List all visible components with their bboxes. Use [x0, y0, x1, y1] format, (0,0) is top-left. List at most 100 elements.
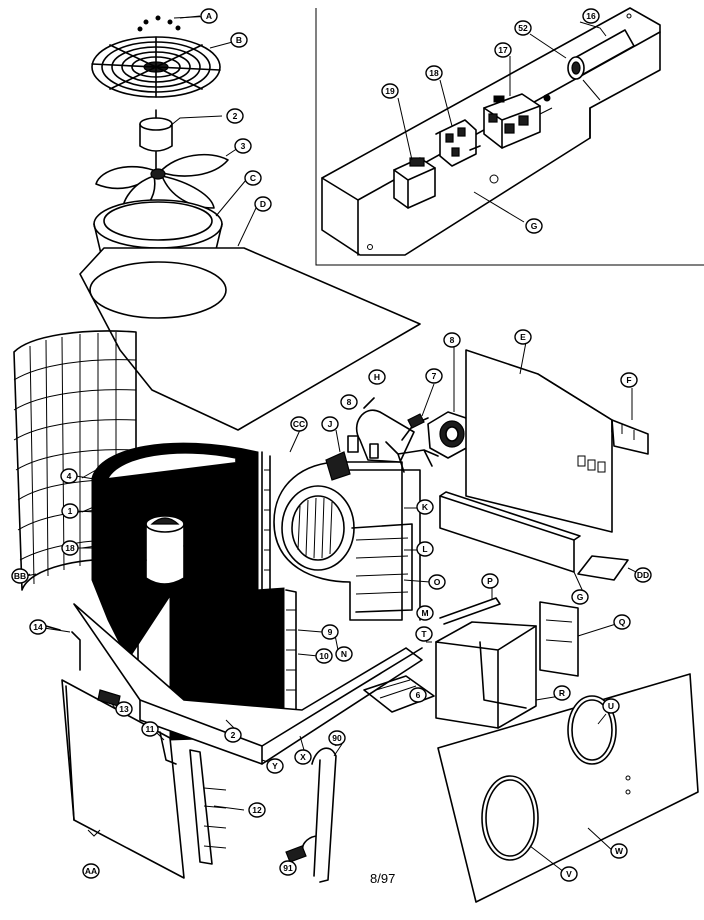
callout-7: 7: [425, 368, 443, 384]
callout-text: V: [566, 869, 572, 879]
callout-bubble: [381, 83, 399, 99]
callout-text: G: [531, 221, 538, 231]
support-rail: [439, 491, 641, 595]
callout-text: 17: [498, 45, 508, 55]
callout-text: D: [260, 199, 266, 209]
callout-text: 2: [233, 111, 238, 121]
callout-bubble: [613, 614, 631, 630]
callout-bubble: [428, 574, 446, 590]
access-panel-strip: [189, 749, 245, 865]
callout-12: 12: [248, 802, 266, 818]
callout-l: L: [416, 541, 434, 557]
fan-guard: [91, 15, 221, 98]
callout-bubble: [340, 394, 358, 410]
callout-bubble: [244, 170, 262, 186]
callout-bubble: [416, 541, 434, 557]
callout-text: Q: [619, 617, 626, 627]
callout-text: C: [250, 173, 256, 183]
callout-13: 13: [115, 701, 133, 717]
callout-8: 8: [340, 394, 358, 410]
callout-bubble: [61, 503, 79, 519]
callout-text: 18: [429, 68, 439, 78]
callout-bubble: [224, 727, 242, 743]
callout-text: R: [559, 688, 565, 698]
callout-bubble: [416, 605, 434, 621]
callout-text: BB: [14, 571, 26, 581]
callout-aa: AA: [82, 863, 100, 879]
control-door: [465, 341, 649, 533]
callout-bubble: [294, 749, 312, 765]
callout-bubble: [200, 8, 218, 24]
callout-bubble: [514, 329, 532, 345]
callout-text: 16: [586, 11, 596, 21]
callout-bubble: [481, 573, 499, 589]
callout-4: 4: [60, 468, 78, 484]
callout-o: O: [428, 574, 446, 590]
callout-bb: BB: [11, 568, 29, 584]
callout-text: J: [328, 419, 333, 429]
callout-bubble: [315, 648, 333, 664]
callout-bubble: [582, 8, 600, 24]
callout-text: T: [421, 629, 427, 639]
callout-bubble: [290, 416, 308, 432]
blower-motor: [347, 346, 521, 473]
callout-bubble: [254, 196, 272, 212]
callout-d: D: [254, 196, 272, 212]
callout-14: 14: [29, 619, 47, 635]
callout-text: 13: [119, 704, 129, 714]
callout-18: 18: [425, 65, 443, 81]
date-code: 8/97: [370, 871, 395, 886]
callout-bubble: [82, 863, 100, 879]
control-box-inset: [315, 7, 704, 266]
callout-bubble: [29, 619, 47, 635]
callout-text: M: [421, 608, 428, 618]
callout-text: 6: [416, 690, 421, 700]
callout-bubble: [115, 701, 133, 717]
callout-text: 7: [432, 371, 437, 381]
callout-x: X: [294, 749, 312, 765]
callout-text: CC: [293, 419, 305, 429]
callout-bubble: [443, 332, 461, 348]
callout-text: 3: [241, 141, 246, 151]
callout-bubble: [226, 108, 244, 124]
callout-text: 12: [252, 805, 262, 815]
callout-bubble: [620, 372, 638, 388]
callout-19: 19: [381, 83, 399, 99]
callout-dd: DD: [634, 567, 652, 583]
callout-text: 8: [450, 335, 455, 345]
callout-bubble: [634, 567, 652, 583]
callout-bubble: [266, 758, 284, 774]
callout-bubble: [425, 65, 443, 81]
callout-bubble: [60, 468, 78, 484]
callout-bubble: [553, 685, 571, 701]
callout-text: U: [608, 701, 614, 711]
callout-11: 11: [141, 721, 159, 737]
callout-1: 1: [61, 503, 79, 519]
callout-bubble: [11, 568, 29, 584]
callout-c: C: [244, 170, 262, 186]
callout-2: 2: [224, 727, 242, 743]
callout-bubble: [610, 843, 628, 859]
callout-16: 16: [582, 8, 600, 24]
callout-text: DD: [637, 570, 649, 580]
callout-text: 11: [146, 724, 155, 734]
capacitor: [567, 29, 635, 101]
callout-g: G: [571, 589, 589, 605]
callout-text: 14: [33, 622, 43, 632]
callout-bubble: [321, 416, 339, 432]
callout-text: H: [374, 372, 380, 382]
base-pan: [73, 603, 423, 765]
callout-bubble: [525, 218, 543, 234]
callout-bubble: [560, 866, 578, 882]
callout-18: 18: [61, 540, 79, 556]
callout-text: Y: [272, 761, 278, 771]
callout-52: 52: [514, 20, 532, 36]
callout-8: 8: [443, 332, 461, 348]
callout-text: K: [422, 502, 429, 512]
callout-w: W: [610, 843, 628, 859]
callout-f: F: [620, 372, 638, 388]
callout-bubble: [248, 802, 266, 818]
callout-text: O: [434, 577, 441, 587]
callout-text: 8: [347, 397, 352, 407]
transformer: [393, 157, 436, 209]
